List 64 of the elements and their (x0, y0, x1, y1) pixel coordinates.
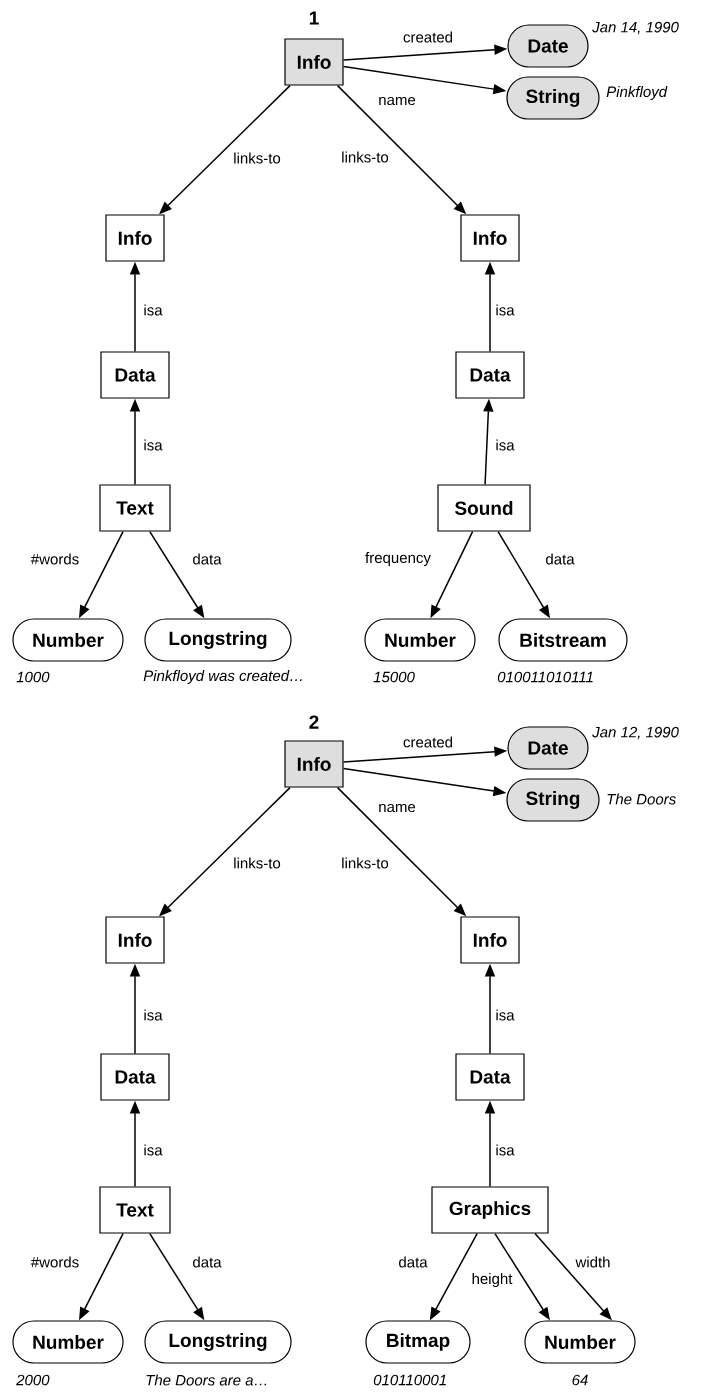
value-text: 15000 (373, 671, 415, 683)
box-node: Info (284, 740, 344, 788)
value-text: 64 (572, 1374, 588, 1386)
edge-label: links-to (340, 856, 390, 870)
value-text: The Doors are a… (146, 1374, 267, 1386)
box-node: Info (460, 916, 520, 964)
box-node: Sound (437, 484, 531, 532)
edge-label: isa (494, 1143, 516, 1157)
box-node: Info (105, 916, 165, 964)
edge-label: isa (142, 438, 164, 452)
value-text: Jan 12, 1990 (592, 726, 679, 740)
edge-label: isa (142, 1143, 164, 1157)
edge-label: isa (494, 303, 516, 317)
box-node: Graphics (431, 1186, 549, 1234)
edge-label: links-to (232, 151, 282, 165)
edge-label: width (574, 1255, 612, 1269)
edge-label: data (191, 552, 223, 566)
edge-label: isa (142, 303, 164, 317)
value-text: 2000 (16, 1374, 50, 1386)
value-text: 010011010111 (497, 671, 593, 683)
rounded-node: String (506, 76, 600, 120)
rounded-node: Date (507, 726, 589, 770)
edge-label: links-to (232, 856, 282, 870)
box-node: Info (284, 38, 344, 86)
edge-label: #words (29, 552, 81, 566)
rounded-node: Longstring (144, 1320, 292, 1364)
rounded-node: Number (524, 1320, 636, 1364)
value-text: Jan 14, 1990 (592, 21, 679, 35)
value-text: Pinkfloyd was created… (143, 670, 302, 684)
box-node: Text (99, 484, 171, 532)
value-text: 010110001 (373, 1374, 446, 1386)
edge-label: data (191, 1255, 223, 1269)
rounded-node: Number (12, 1320, 124, 1364)
edge-label: data (544, 552, 576, 566)
edge-label: isa (494, 438, 516, 452)
value-text: The Doors (607, 793, 676, 805)
rounded-node: Number (12, 618, 124, 662)
rounded-node: Bitmap (365, 1320, 471, 1364)
rounded-node: String (506, 778, 600, 822)
rounded-node: Number (364, 618, 476, 662)
edge-label: isa (494, 1008, 516, 1022)
box-node: Data (100, 1053, 170, 1101)
box-node: Data (455, 351, 525, 399)
edge-label: height (470, 1272, 514, 1288)
panel-number: 2 (309, 715, 319, 729)
edge-label: created (402, 735, 454, 749)
box-node: Data (100, 351, 170, 399)
box-node: Data (455, 1053, 525, 1101)
box-node: Info (105, 214, 165, 262)
edge-label: isa (142, 1008, 164, 1022)
edge-label: #words (29, 1255, 81, 1269)
edge-label: created (402, 30, 454, 44)
box-node: Info (460, 214, 520, 262)
box-node: Text (99, 1186, 171, 1234)
edge-label: data (397, 1255, 429, 1269)
edge-label: name (377, 95, 417, 107)
value-text: 1000 (16, 671, 50, 683)
edge-label: links-to (340, 150, 390, 164)
edge-label: frequency (364, 551, 432, 567)
rounded-node: Bitstream (498, 618, 628, 662)
edge-label: name (377, 802, 417, 814)
rounded-node: Longstring (144, 618, 292, 662)
rounded-node: Date (507, 24, 589, 68)
value-text: Pinkfloyd (606, 86, 668, 100)
